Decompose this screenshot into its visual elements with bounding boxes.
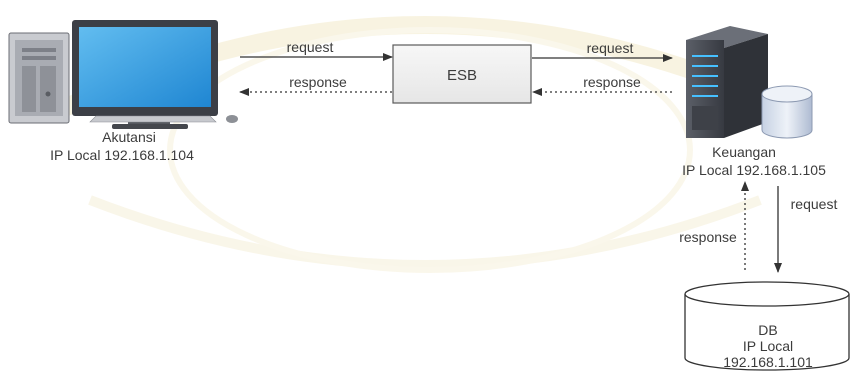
- db-ip-label-line1: IP Local: [743, 338, 793, 354]
- server-icon: [686, 26, 768, 138]
- label-client-to-esb-request: request: [287, 39, 334, 55]
- db-name-label: DB: [758, 322, 777, 338]
- database-cylinder-icon: [684, 281, 850, 371]
- esb-box: [392, 44, 532, 104]
- client-ip-label: IP Local 192.168.1.104: [50, 147, 194, 163]
- db-ip-label-line2: 192.168.1.101: [723, 354, 813, 370]
- server-name-label: Keuangan: [712, 144, 776, 160]
- server-database-icon: [761, 85, 813, 139]
- server-ip-label: IP Local 192.168.1.105: [682, 162, 826, 178]
- label-esb-to-server-request: request: [587, 40, 634, 56]
- client-computer-icon: [8, 20, 238, 129]
- label-esb-to-client-response: response: [289, 74, 347, 90]
- esb-label: ESB: [447, 67, 477, 84]
- label-server-to-esb-response: response: [583, 74, 641, 90]
- label-server-to-db-request: request: [791, 196, 838, 212]
- label-db-to-server-response: response: [679, 229, 737, 245]
- client-name-label: Akutansi: [102, 129, 156, 145]
